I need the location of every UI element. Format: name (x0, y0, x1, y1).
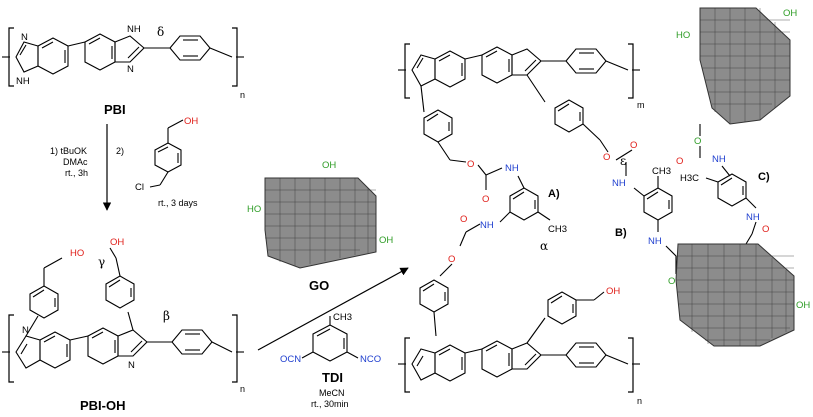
step1-line3: rt., 3h (65, 168, 88, 178)
product-structure: m O O NH CH3 α A) NH O O (398, 43, 687, 406)
product-label-a: A) (548, 188, 560, 200)
pbioh-name: PBI-OH (80, 398, 126, 413)
pbi-n-bottom-label: N (127, 64, 134, 75)
pbioh-n-bottom: N (128, 360, 135, 371)
pbi-nh-bottom-label: NH (16, 76, 30, 87)
tdi-solvent: MeCN (319, 388, 345, 398)
product-o-a3: O (460, 214, 467, 225)
product-ch3-a: CH3 (548, 224, 567, 235)
product-nh-a2: NH (480, 220, 494, 231)
step2-cl: Cl (135, 182, 144, 193)
product-o-a2: O (482, 194, 489, 205)
pbi-nh-top-label: NH (127, 24, 141, 35)
pbioh-n-top: N (22, 325, 29, 336)
go-structure: OH HO OH GO (247, 160, 393, 293)
product-alpha: α (540, 239, 548, 253)
pbi-repeat-n: n (240, 90, 245, 100)
tdi-nco-right: NCO (360, 354, 381, 365)
step1-line1: 1) tBuOK (50, 146, 87, 156)
product-nh-a: NH (505, 163, 519, 174)
step1-conditions: 1) tBuOK DMAc rt., 3h 2) (50, 146, 124, 178)
chloromethyl-benzyl-alcohol: OH Cl rt., 3 days (135, 116, 198, 208)
tdi-nco-left: OCN (280, 354, 301, 365)
product-c-o: O (676, 156, 683, 167)
pbioh-ho: HO (70, 248, 84, 259)
product-ch3-b: CH3 (652, 166, 671, 177)
pbi-n-label: N (21, 32, 28, 43)
product-c-h3c: H3C (680, 173, 699, 184)
go-to-product-arrow (257, 267, 409, 351)
product-label-c: C) (758, 171, 770, 183)
go-oh-top: OH (322, 160, 336, 171)
tdi-ch3: CH3 (333, 312, 352, 323)
pbioh-gamma: γ (98, 255, 105, 269)
product-c-nh: NH (712, 154, 726, 165)
product-go-oh: OH (783, 8, 797, 19)
product-label-b: B) (615, 227, 627, 239)
product-oh-bottom: OH (606, 286, 620, 297)
product-repeat-m: m (637, 100, 645, 110)
product-go-bottom-oh: OH (796, 300, 810, 311)
product-o-a: O (467, 159, 474, 170)
product-c-nh2: NH (746, 212, 760, 223)
product-o-a4: O (448, 254, 455, 265)
product-o-b2: O (630, 140, 637, 151)
pbioh-beta: β (163, 309, 170, 323)
pbi-name: PBI (104, 102, 126, 117)
product-o-b: O (603, 152, 610, 163)
product-repeat-n: n (637, 396, 642, 406)
product-nh-b2: NH (648, 236, 662, 247)
tdi-conditions: rt., 30min (311, 399, 349, 409)
go-oh-left: HO (247, 204, 261, 215)
pbi-structure: N NH NH N δ n PBI (2, 24, 245, 117)
step1-line2: DMAc (63, 157, 88, 167)
product-go-o: O (694, 136, 701, 147)
product-go-ho: HO (676, 30, 690, 41)
pbioh-repeat-n: n (240, 384, 245, 394)
go-oh-right: OH (379, 235, 393, 246)
tdi-name: TDI (322, 370, 343, 385)
pbioh-structure: HO OH γ β N N n PBI-OH (2, 237, 245, 413)
product-nh-b: NH (612, 178, 626, 189)
product-go-bottom: OH (675, 243, 810, 347)
go-name: GO (309, 278, 329, 293)
product-o-b4: O (668, 276, 675, 287)
step2-conditions: rt., 3 days (158, 198, 198, 208)
pbioh-oh: OH (110, 237, 124, 248)
product-go-top: HO OH O O NH H3C C) NH O (676, 7, 797, 245)
product-epsilon: ε (620, 154, 626, 168)
step2-label: 2) (116, 146, 124, 156)
pbi-delta-label: δ (157, 25, 164, 39)
step2-oh: OH (184, 116, 198, 127)
tdi-structure: CH3 OCN NCO TDI MeCN rt., 30min (280, 312, 381, 409)
product-c-o2: O (762, 224, 769, 235)
